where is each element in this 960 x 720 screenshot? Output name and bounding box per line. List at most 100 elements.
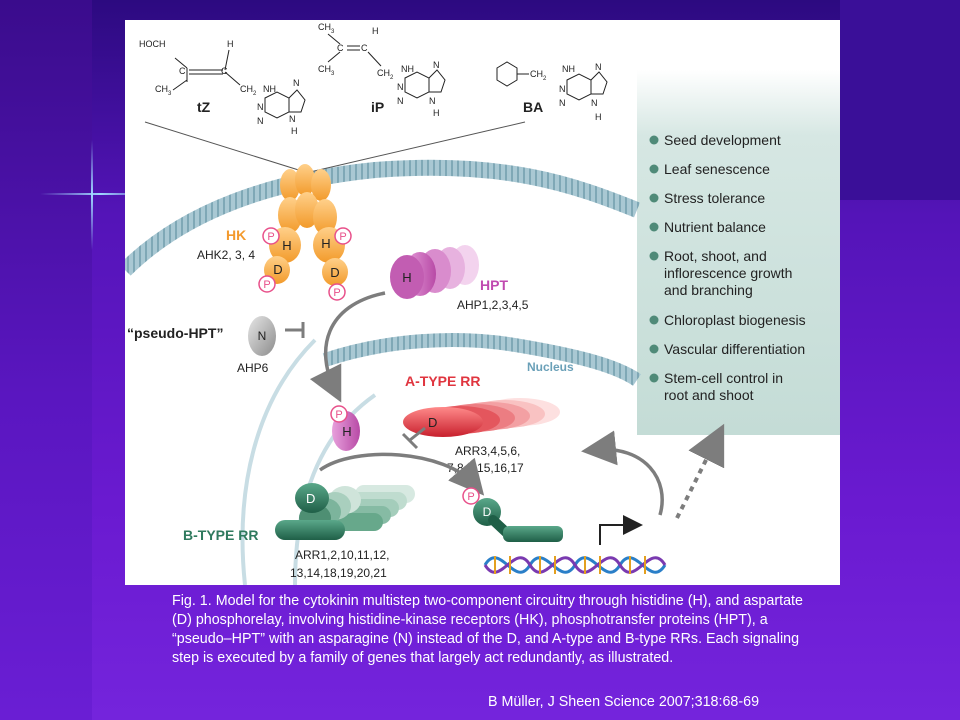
svg-text:C: C	[179, 66, 186, 76]
dna-helix	[483, 556, 667, 574]
svg-text:H: H	[282, 238, 291, 253]
svg-text:2: 2	[543, 76, 547, 82]
caption-text: Fig. 1. Model for the cytokinin multiste…	[172, 593, 803, 666]
outcome-item: Chloroplast biogenesis	[664, 312, 806, 328]
svg-text:HOCH: HOCH	[139, 39, 166, 49]
hk-receptor: P P P P H H D D	[258, 164, 352, 301]
figure-caption: Fig. 1. Model for the cytokinin multiste…	[172, 592, 812, 668]
hpt-label: HPT	[480, 277, 508, 293]
plasma-membrane-inner	[240, 338, 317, 585]
svg-text:3: 3	[168, 91, 172, 97]
svg-text:N: N	[591, 98, 598, 108]
tz-molecule: HOCH C C H CH 3 CH 2 NH N N N N H tZ	[139, 39, 306, 136]
svg-text:CH: CH	[155, 84, 168, 94]
outcomes-list: Seed development Leaf senescence Stress …	[649, 132, 806, 403]
outcome-item: Stress tolerance	[664, 190, 765, 206]
binding-line-right	[309, 121, 526, 173]
svg-text:P: P	[339, 231, 346, 243]
outcome-bullet	[649, 193, 659, 203]
hk-label: HK	[226, 227, 246, 243]
svg-text:H: H	[321, 236, 330, 251]
svg-text:D: D	[273, 262, 282, 277]
outcome-bullet	[649, 222, 659, 232]
svg-text:N: N	[595, 62, 602, 72]
outcome-item: root and shoot	[664, 387, 754, 403]
svg-text:NH: NH	[401, 64, 414, 74]
outcomes-panel	[637, 70, 840, 435]
svg-text:3: 3	[331, 29, 335, 35]
svg-text:H: H	[342, 424, 351, 439]
binding-line-left	[144, 121, 306, 173]
svg-text:BA: BA	[523, 99, 543, 115]
outcome-bullet	[649, 344, 659, 354]
figure-credit: B Müller, J Sheen Science 2007;318:68-69	[488, 694, 760, 710]
cytokinin-figure: HOCH C C H CH 3 CH 2 NH N N N N H tZ CH …	[125, 20, 840, 585]
svg-text:P: P	[467, 491, 474, 503]
svg-text:N: N	[429, 96, 436, 106]
a-type-label: A-TYPE RR	[405, 373, 480, 389]
outcome-bullet	[649, 315, 659, 325]
nucleus-membrane	[322, 333, 641, 386]
svg-text:N: N	[289, 114, 296, 124]
svg-text:2: 2	[390, 75, 394, 81]
pseudo-hpt-genes: AHP6	[237, 361, 269, 375]
outcome-item: Nutrient balance	[664, 219, 766, 235]
svg-text:P: P	[333, 287, 340, 299]
svg-text:D: D	[483, 505, 492, 519]
feedback-arrow	[581, 430, 664, 516]
hpt-phosphorylated: P H	[330, 405, 360, 451]
svg-text:NH: NH	[562, 64, 575, 74]
sparkle-decoration	[40, 193, 160, 195]
svg-text:C: C	[221, 66, 228, 76]
b-type-rr: D	[275, 483, 415, 540]
nucleus-label: Nucleus	[527, 360, 574, 374]
svg-text:N: N	[397, 96, 404, 106]
outcome-item: and branching	[664, 282, 753, 298]
svg-text:tZ: tZ	[197, 99, 211, 115]
svg-text:N: N	[397, 82, 404, 92]
svg-text:D: D	[428, 415, 437, 430]
a-type-genes-line1: ARR3,4,5,6,	[455, 444, 520, 458]
hpt-transfer-arrow	[309, 291, 386, 403]
pseudo-hpt-protein	[248, 316, 276, 356]
outcome-item: Seed development	[664, 132, 781, 148]
background-right-block	[840, 0, 960, 200]
hpt-genes: AHP1,2,3,4,5	[457, 298, 529, 312]
outcome-bullet	[649, 164, 659, 174]
b-type-genes-line1: ARR1,2,10,11,12,	[295, 548, 390, 562]
svg-text:N: N	[559, 98, 566, 108]
hpt-protein: H	[390, 245, 479, 299]
svg-text:N: N	[433, 60, 440, 70]
svg-text:D: D	[330, 265, 339, 280]
outcome-bullet	[649, 251, 659, 261]
svg-text:H: H	[227, 39, 234, 49]
svg-text:CH: CH	[240, 84, 253, 94]
svg-text:N: N	[257, 116, 264, 126]
pseudo-hpt-label: “pseudo-HPT”	[127, 325, 223, 341]
svg-text:CH: CH	[318, 64, 331, 74]
svg-text:N: N	[293, 78, 300, 88]
plasma-membrane	[125, 159, 640, 276]
svg-text:H: H	[433, 108, 440, 118]
svg-text:C: C	[337, 43, 344, 53]
hk-genes: AHK2, 3, 4	[197, 248, 255, 262]
ba-molecule: CH 2 NH N N N N H BA	[496, 61, 608, 122]
svg-text:P: P	[267, 231, 274, 243]
outcome-bullet	[649, 373, 659, 383]
svg-text:H: H	[372, 26, 379, 36]
svg-text:N: N	[559, 84, 566, 94]
svg-text:H: H	[291, 126, 298, 136]
svg-text:CH: CH	[318, 22, 331, 32]
transcription-start-arrow	[599, 515, 643, 545]
b-type-label: B-TYPE RR	[183, 527, 258, 543]
nucleus-inner-curve	[293, 393, 377, 585]
outcome-item: Root, shoot, and	[664, 248, 767, 264]
svg-text:NH: NH	[263, 84, 276, 94]
svg-text:3: 3	[331, 71, 335, 77]
ip-molecule: CH 3 CH 3 C C H CH 2 NH N N N N H iP	[318, 22, 446, 118]
svg-text:C: C	[361, 43, 368, 53]
svg-text:D: D	[306, 491, 315, 506]
outcome-item: Stem-cell control in	[664, 370, 783, 386]
outcome-item: inflorescence growth	[664, 265, 792, 281]
pseudo-hpt-n: N	[258, 329, 267, 343]
